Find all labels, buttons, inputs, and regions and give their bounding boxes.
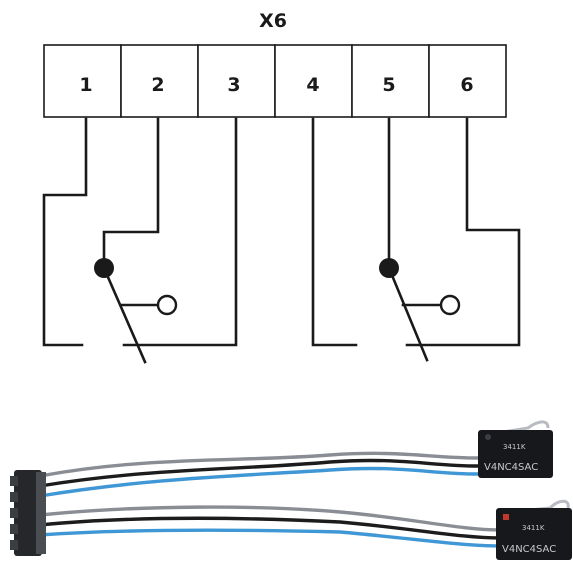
terminal-1-box [43,44,122,118]
wire-pin-1 [42,117,88,347]
common-contact-dot-right [379,258,399,278]
micro-switch-upper: 3411K V4NC4SAC [478,420,553,478]
harness-illustration: 3411K V4NC4SAC 3411K V4NC4SAC [10,420,572,560]
pin-label-3: 3 [227,74,240,96]
wire-pin-4 [311,117,358,347]
pin-label-5: 5 [382,74,395,96]
micro-switch-lower: 3411K V4NC4SAC [496,499,572,560]
common-contact-dot-left [94,258,114,278]
wire-pin-3 [122,117,238,347]
switch-code-upper: 3411K [503,443,526,451]
switch-schematic-left [42,117,238,364]
terminal-2-box [120,44,199,118]
switch-lever-left [102,266,147,364]
lower-wire-blue [39,528,501,548]
pin-label-1: 1 [79,74,92,96]
wire-pin-6 [405,117,521,347]
connector-plug [10,470,46,556]
terminal-3-box [197,44,276,118]
switch-schematic-right [311,117,521,362]
lower-wire-black [39,516,501,540]
switch-lever-right [387,266,429,362]
connector-x6: 1 2 3 4 5 6 [43,44,507,118]
upper-wire-blue [39,466,479,498]
pin-label-2: 2 [151,74,164,96]
upper-wire-black [39,458,479,488]
connector-title: X6 [259,10,287,32]
switch-lever-arm-lower [507,499,570,514]
terminal-5-box [351,44,430,118]
lower-wire-grey [39,505,501,532]
switch-lever-arm-upper [489,420,550,436]
wire-pin-2 [102,117,160,270]
upper-wire-grey [39,451,479,478]
open-contact-circle-right [439,294,461,316]
pin-label-6: 6 [460,74,473,96]
switch-part-upper: V4NC4SAC [484,462,538,473]
terminal-6-box [428,44,507,118]
open-contact-circle-left [156,294,178,316]
switch-code-lower: 3411K [522,524,545,532]
switch-part-lower: V4NC4SAC [502,544,556,555]
pin-label-4: 4 [306,74,319,96]
